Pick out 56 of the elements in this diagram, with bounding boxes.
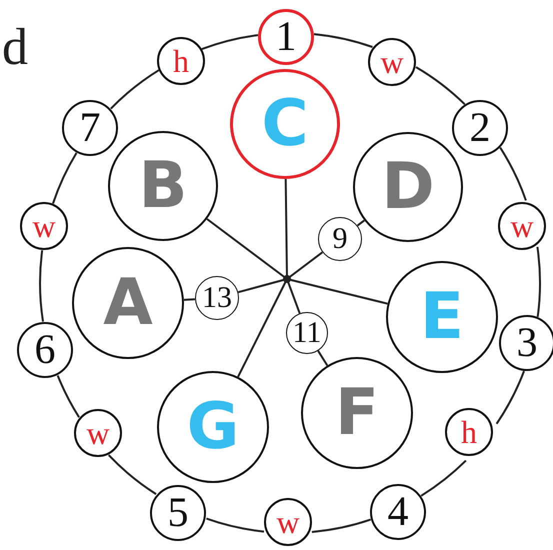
node-label: 1: [276, 16, 296, 58]
circle-node: [318, 217, 362, 261]
connector-line: [499, 147, 527, 201]
connector-line: [184, 298, 196, 301]
node-label: D: [381, 155, 435, 219]
node-label: B: [138, 154, 188, 218]
node-label: 11: [292, 318, 322, 348]
circle-node: [445, 408, 493, 456]
node-label: 4: [388, 491, 408, 533]
node-label: w: [32, 210, 56, 242]
connector-line: [420, 460, 467, 497]
connector-line: [312, 518, 371, 533]
circle-node: [499, 315, 553, 371]
circle-node: [286, 312, 328, 354]
node-label: 6: [34, 329, 56, 371]
connector-line: [206, 518, 264, 533]
circle-node: [264, 498, 312, 546]
node-label: w: [510, 210, 534, 242]
panel-label: d: [2, 22, 28, 74]
node-label: C: [262, 92, 308, 156]
connector-line: [56, 375, 80, 418]
connector-line: [52, 152, 78, 204]
circle-node: [20, 202, 68, 250]
connector-line: [39, 250, 44, 322]
circle-node: [195, 276, 239, 320]
node-label: 2: [470, 107, 490, 149]
node-label: w: [86, 417, 110, 449]
circle-node: [62, 100, 118, 156]
connector-line: [110, 69, 160, 110]
node-label: 13: [202, 283, 232, 313]
node-label: 3: [516, 322, 538, 364]
connector-line: [496, 370, 525, 424]
connector-line: [415, 66, 466, 106]
connector-line: [356, 220, 365, 226]
node-label: F: [335, 381, 379, 445]
node-label: 7: [80, 107, 100, 149]
circle-node: [498, 202, 546, 250]
connector-line: [108, 454, 157, 495]
circle-node: [368, 38, 416, 86]
node-label: G: [186, 395, 240, 459]
node-label: 9: [332, 224, 348, 254]
connector-line: [317, 350, 328, 366]
node-label: w: [276, 506, 300, 538]
node-label: h: [461, 416, 477, 448]
circle-node: [74, 409, 122, 457]
circle-node: [452, 100, 508, 156]
node-label: w: [380, 46, 404, 78]
node-label: h: [173, 45, 189, 77]
connector-line: [536, 246, 541, 317]
node-label: E: [420, 285, 464, 349]
connector-line: [314, 33, 373, 48]
connector-line: [201, 34, 258, 50]
node-label: 5: [168, 492, 188, 534]
junction-point: [283, 275, 291, 283]
node-label: A: [103, 271, 153, 335]
circle-node: [157, 37, 205, 85]
